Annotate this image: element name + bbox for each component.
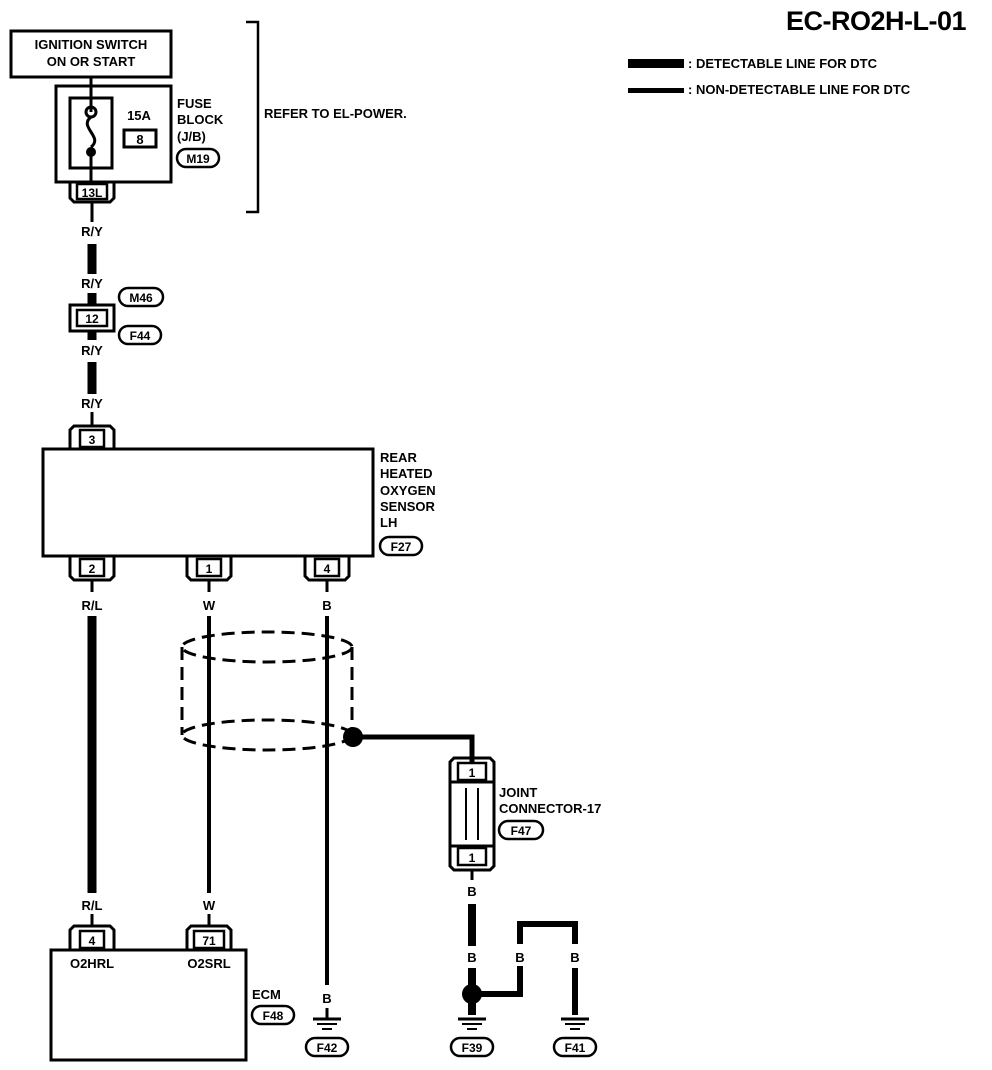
ecm: O2HRL O2SRL ECM F48 (49, 948, 296, 1062)
inline-terminal-12: 12 (85, 312, 99, 326)
ecm-connector-4: 4 (68, 924, 116, 950)
sensor-pin-4: 4 (324, 562, 331, 576)
ecm-terminal-o2srl: O2SRL (187, 956, 230, 971)
sensor-label-5: LH (380, 515, 397, 530)
legend-thick-line (628, 59, 684, 68)
sensor-pin-1: 1 (206, 562, 213, 576)
sensor-connector-1: 1 (185, 556, 233, 582)
sensor-connector-f27: F27 (391, 540, 412, 554)
ground-label-f41: F41 (565, 1041, 586, 1055)
connector-f44: F44 (130, 329, 151, 343)
sensor-connector-3: 3 (68, 424, 116, 449)
sensor-connector-4: 4 (303, 556, 351, 582)
ground-label-f39: F39 (462, 1041, 483, 1055)
wire-color-b-3: B (467, 950, 476, 965)
sensor-label-4: SENSOR (380, 499, 436, 514)
ground-f39: F39 (449, 1017, 495, 1058)
ecm-connector-71: 71 (185, 924, 233, 950)
fuse-amp: 15A (127, 108, 151, 123)
ignition-line2: ON OR START (47, 54, 136, 69)
sensor-pin-3: 3 (89, 433, 96, 447)
joint-pin-top: 1 (469, 766, 476, 780)
refer-note: REFER TO EL-POWER. (264, 106, 407, 121)
inline-connector-12: 12 M46 F44 (68, 286, 165, 346)
wire-color-b-2: B (467, 884, 476, 899)
ignition-line1: IGNITION SWITCH (35, 37, 148, 52)
legend: : DETECTABLE LINE FOR DTC : NON-DETECTAB… (628, 56, 911, 97)
diagram-id: EC-RO2H-L-01 (786, 6, 967, 36)
fuse-block-connector: M19 (186, 152, 210, 166)
ecm-pin-4: 4 (89, 934, 96, 948)
ground-f41: F41 (552, 1017, 598, 1058)
legend-detectable-label: : DETECTABLE LINE FOR DTC (688, 56, 878, 71)
ecm-pin-71: 71 (202, 934, 216, 948)
legend-thin-line (628, 88, 684, 93)
ignition-switch: IGNITION SWITCH ON OR START (9, 29, 173, 79)
fuse-block-label-3: (J/B) (177, 129, 206, 144)
fuse-number: 8 (136, 132, 143, 147)
fuse-block-label-1: FUSE (177, 96, 212, 111)
wire-color-b-6: B (322, 991, 331, 1006)
wire-color-b-4: B (515, 950, 524, 965)
wire-color-w-1: W (203, 598, 216, 613)
connector-m46: M46 (129, 291, 153, 305)
wire-color-ry-4: R/Y (81, 396, 103, 411)
sensor-connector-2: 2 (68, 556, 116, 582)
sensor-label-2: HEATED (380, 466, 432, 481)
refer-bracket (246, 20, 260, 214)
joint-label-2: CONNECTOR-17 (499, 801, 601, 816)
sensor-label-3: OXYGEN (380, 483, 436, 498)
joint-connector-17: 1 1 JOINT CONNECTOR-17 F47 (448, 756, 601, 872)
wire-color-ry-3: R/Y (81, 343, 103, 358)
fuse-block-label-2: BLOCK (177, 112, 224, 127)
legend-non-detectable-label: : NON-DETECTABLE LINE FOR DTC (688, 82, 911, 97)
wire-color-ry-1: R/Y (81, 224, 103, 239)
wire-color-ry-2: R/Y (81, 276, 103, 291)
ground-f42: F42 (304, 1008, 350, 1058)
fuse-block: 15A 8 FUSE BLOCK (J/B) M19 (54, 84, 224, 184)
sensor-pin-2: 2 (89, 562, 96, 576)
wire-color-b-1: B (322, 598, 331, 613)
joint-pin-bottom: 1 (469, 851, 476, 865)
wire-color-rl-1: R/L (82, 598, 103, 613)
fuse-icon (85, 115, 97, 149)
wire-color-b-5: B (570, 950, 579, 965)
joint-connector-f47: F47 (511, 824, 532, 838)
ecm-connector-f48: F48 (263, 1009, 284, 1023)
sensor-label-1: REAR (380, 450, 417, 465)
wire-color-w-2: W (203, 898, 216, 913)
connector-13l: 13L (68, 182, 116, 204)
ground-label-f42: F42 (317, 1041, 338, 1055)
ecm-label: ECM (252, 987, 281, 1002)
wire-shield-drain (353, 734, 475, 762)
rear-heated-oxygen-sensor: REAR HEATED OXYGEN SENSOR LH F27 (41, 447, 436, 558)
terminal-13l: 13L (82, 186, 103, 200)
wire-color-rl-2: R/L (82, 898, 103, 913)
ecm-terminal-o2hrl: O2HRL (70, 956, 114, 971)
joint-label-1: JOINT (499, 785, 537, 800)
